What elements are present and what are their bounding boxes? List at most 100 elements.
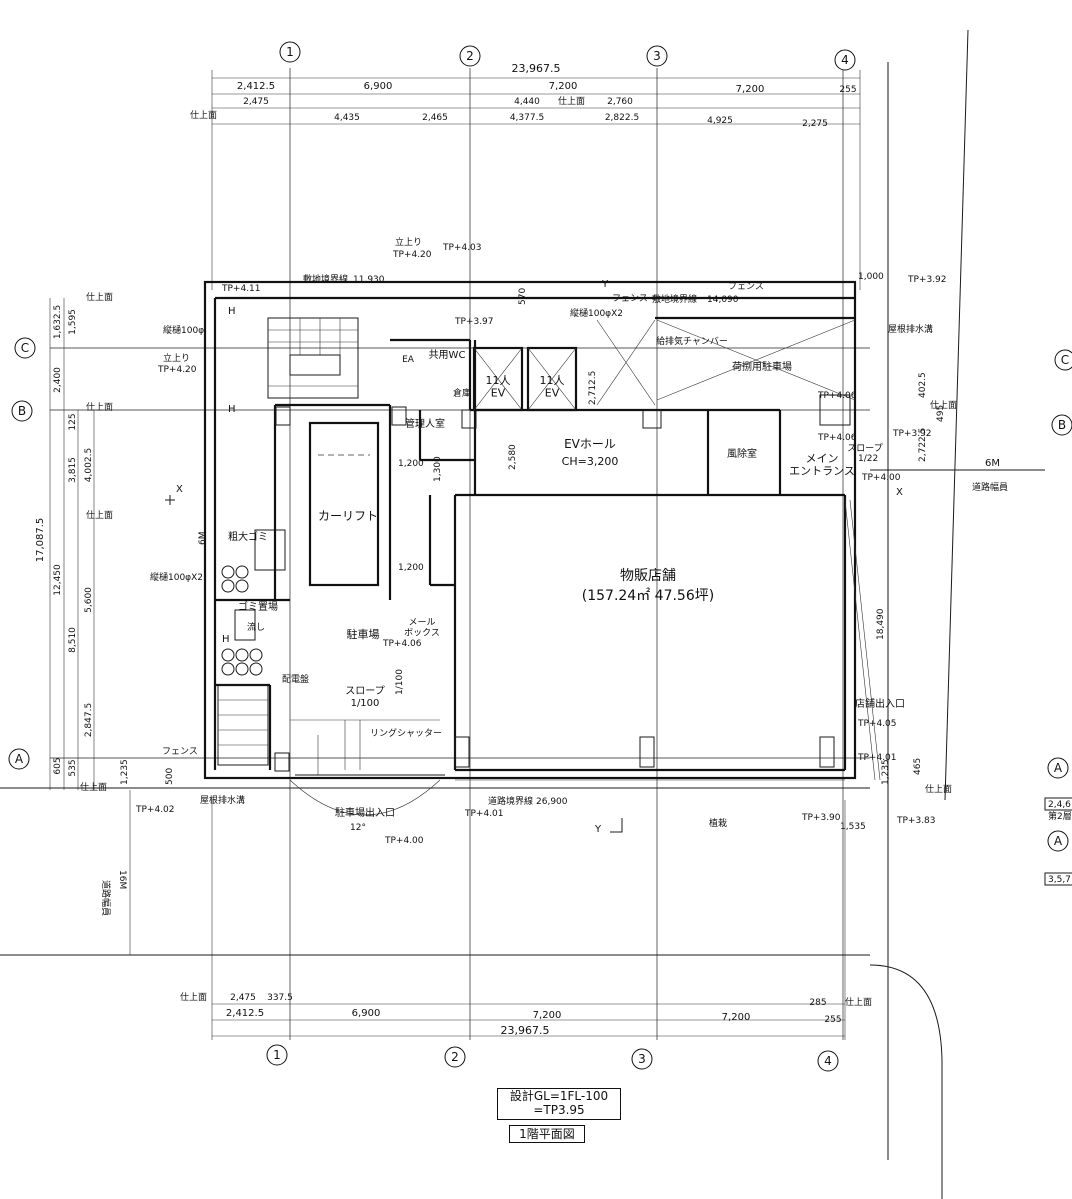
top-span-4: 255 <box>839 85 856 95</box>
level-tp397: TP+3.97 <box>454 317 494 327</box>
finish-mark-left-2: 仕上面 <box>86 401 113 413</box>
top-sub1-1: 4,440 <box>514 97 540 107</box>
bottom-span-3: 7,200 <box>722 1012 751 1023</box>
dim-1200a: 1,200 <box>398 459 424 469</box>
fence-bottom: フェンス <box>162 747 198 757</box>
left-col3-1: 5,600 <box>84 587 94 613</box>
dim-26900: 26,900 <box>536 797 568 807</box>
top-sub2-3: 2,822.5 <box>605 113 639 123</box>
level-tp411: TP+4.11 <box>221 284 261 294</box>
level-riser-a: 立上り <box>395 236 422 248</box>
grid-col-1-bottom: 1 <box>273 1048 281 1062</box>
bottom-span-0: 2,412.5 <box>226 1008 264 1019</box>
finish-mark-right-top: 仕上面 <box>930 399 957 411</box>
grid-col-2-top: 2 <box>466 49 474 63</box>
room-shop-area: (157.24㎡ 47.56坪) <box>582 588 714 604</box>
room-garbage: ゴミ置場 <box>238 600 278 613</box>
fence-top2: フェンス <box>612 294 648 304</box>
room-windbreak: 風除室 <box>727 447 757 460</box>
right-dim-4: 1,235 <box>881 759 891 785</box>
right-dim-2: 2,722.5 <box>918 428 928 462</box>
dim-6m-inner: 1/100 <box>395 669 405 695</box>
bottom-span-4: 255 <box>824 1015 841 1025</box>
right-dim-0: 402.5 <box>918 372 928 398</box>
level-tp400a: TP+4.00 <box>861 473 901 483</box>
grid-col-2-bottom: 2 <box>451 1050 459 1064</box>
top-sub2-1: 2,465 <box>422 113 448 123</box>
right-tag-a-sub: 第2層 <box>1048 810 1072 822</box>
grid-lines <box>50 68 870 1040</box>
grid-row-c-right: C <box>1061 353 1069 367</box>
grid-row-a: A <box>15 752 24 766</box>
grid-row-b: B <box>18 404 26 418</box>
level-tp403: TP+4.03 <box>442 243 482 253</box>
level-tp402: TP+4.02 <box>135 805 175 815</box>
bottom-span-1: 6,900 <box>352 1008 381 1019</box>
x-mark-right: X <box>896 487 903 498</box>
grid-col-3-bottom: 3 <box>638 1052 646 1066</box>
top-sub2-4: 4,925 <box>707 116 733 126</box>
fence-top: フェンス <box>728 282 764 292</box>
bottom-total: 23,967.5 <box>501 1024 550 1037</box>
finish-mark-left-3: 仕上面 <box>86 509 113 521</box>
y-mark-bottom: Y <box>594 824 602 835</box>
room-ea: EA <box>402 355 415 365</box>
dim-1300: 1,300 <box>433 456 443 482</box>
room-mailbox: メールボックス <box>404 618 440 638</box>
bottom-span-2: 7,200 <box>533 1010 562 1021</box>
room-ev-hall: EVホール <box>564 437 616 451</box>
h-mark-a: H <box>228 306 236 317</box>
design-gl-line1: 設計GL=1FL-100 <box>509 1089 609 1103</box>
dim-1000: 1,000 <box>858 272 884 282</box>
bottom-sub-2: 285 <box>809 998 826 1008</box>
drain-left: 縦樋100φX2 <box>150 571 203 583</box>
top-span-3: 7,200 <box>736 84 765 95</box>
room-car-lift: カーリフト <box>318 509 378 523</box>
grid-col-3-top: 3 <box>653 49 661 63</box>
room-slope: スロープ <box>345 685 384 697</box>
finish-mark-bottom-right: 仕上面 <box>845 996 872 1008</box>
stairs <box>217 317 359 766</box>
room-storage: 倉庫 <box>453 387 471 399</box>
road-width-left: 道路幅員 <box>100 880 112 916</box>
level-tp390: TP+3.90 <box>801 813 841 823</box>
right-dim-3: 465 <box>913 758 923 775</box>
grid-row-b-right: B <box>1058 418 1066 432</box>
finish-mark-top-left: 仕上面 <box>190 109 217 121</box>
room-manager: 管理人室 <box>405 417 445 430</box>
top-sub2-2: 4,377.5 <box>510 113 544 123</box>
grid-bubbles <box>8 41 856 1072</box>
top-sub1-2: 2,760 <box>607 97 633 107</box>
y-mark-top: Y <box>601 279 609 290</box>
road-width-left-val: 16M <box>117 870 127 889</box>
left-col1-0: 1,632.5 <box>53 305 63 339</box>
dim-1-22: 1/22 <box>858 454 878 464</box>
gutter-bottom: 屋根排水溝 <box>200 794 245 806</box>
site-boundary-a: 敷地境界線 <box>303 273 348 285</box>
level-tp392a: TP+3.92 <box>907 275 947 285</box>
level-tp401a: TP+4.01 <box>857 753 897 763</box>
left-col3-2: 2,847.5 <box>84 703 94 737</box>
level-tp400b: TP+4.00 <box>384 836 424 846</box>
top-span-1: 6,900 <box>364 81 393 92</box>
drain-top: 縦樋100φ <box>163 324 204 336</box>
room-garbage-large: 粗大ゴミ <box>228 530 268 543</box>
dim-17760: 18,490 <box>876 608 886 640</box>
level-tp405: TP+4.05 <box>857 719 897 729</box>
right-dim-5: 1,535 <box>840 822 866 832</box>
dim-18490: 6M <box>198 532 208 546</box>
finish-mark-top-mid: 仕上面 <box>558 95 585 107</box>
top-sub2-0: 4,435 <box>334 113 360 123</box>
right-dim-1: 495 <box>936 405 946 422</box>
room-shop: 物販店舗 <box>620 568 676 584</box>
bottom-sub-0: 2,475 <box>230 993 256 1003</box>
level-tp406a: TP+4.06 <box>817 391 857 401</box>
room-main-entrance: メインエントランス <box>789 452 855 478</box>
elevators <box>472 346 578 412</box>
drain-top2: 縦樋100φX2 <box>570 307 623 319</box>
dim-2580: 2,580 <box>508 444 518 470</box>
left-col2-3: 8,510 <box>68 627 78 653</box>
top-span-2: 7,200 <box>549 81 578 92</box>
building-walls <box>203 280 857 780</box>
site-boundary-c: 道路境界線 <box>488 795 533 807</box>
